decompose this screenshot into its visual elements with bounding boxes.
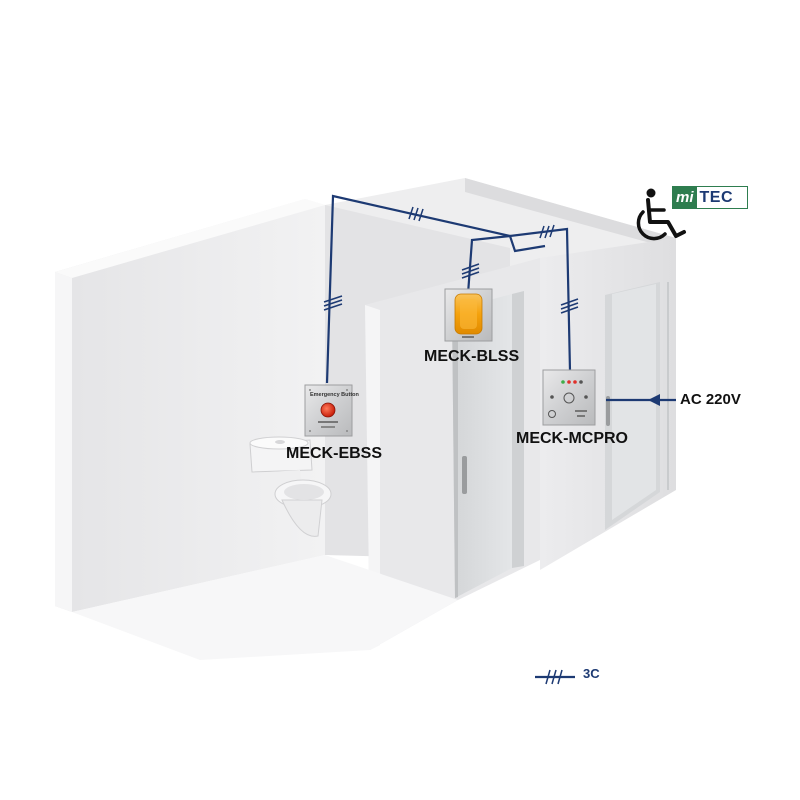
logo-mi-text: mi	[673, 187, 697, 208]
mcpro-panel	[542, 369, 596, 426]
label-ac-power: AC 220V	[680, 391, 741, 408]
tick-mark	[461, 263, 480, 279]
wire-tick-marks	[323, 206, 579, 685]
logo-tec-text: TEC	[699, 188, 734, 206]
label-meck-ebss: MECK-EBSS	[286, 445, 383, 462]
ebss-panel-title: Emergency Button	[310, 392, 359, 398]
label-meck-mcpro: MECK-MCPRO	[516, 430, 628, 447]
sliding-door	[452, 291, 524, 598]
wiring	[325, 194, 676, 679]
blss-beacon	[444, 288, 493, 342]
emergency-button[interactable]	[320, 402, 336, 418]
legend-label: 3C	[583, 666, 600, 681]
ac-arrow	[648, 394, 660, 406]
tick-mark	[560, 298, 579, 314]
floor	[72, 555, 458, 660]
toilet	[249, 436, 332, 537]
legend-tick	[545, 669, 563, 685]
tick-mark	[323, 295, 343, 311]
label-meck-blss: MECK-BLSS	[424, 348, 520, 365]
wheelchair-icon	[636, 188, 686, 241]
left-wall	[55, 199, 325, 612]
door-handle	[462, 456, 467, 494]
ebss-panel	[304, 384, 353, 437]
mitec-logo: mi TEC	[672, 186, 748, 209]
tick-mark	[539, 224, 555, 239]
tick-mark	[408, 206, 424, 222]
side-door	[605, 282, 669, 530]
wire-blss	[466, 234, 546, 295]
